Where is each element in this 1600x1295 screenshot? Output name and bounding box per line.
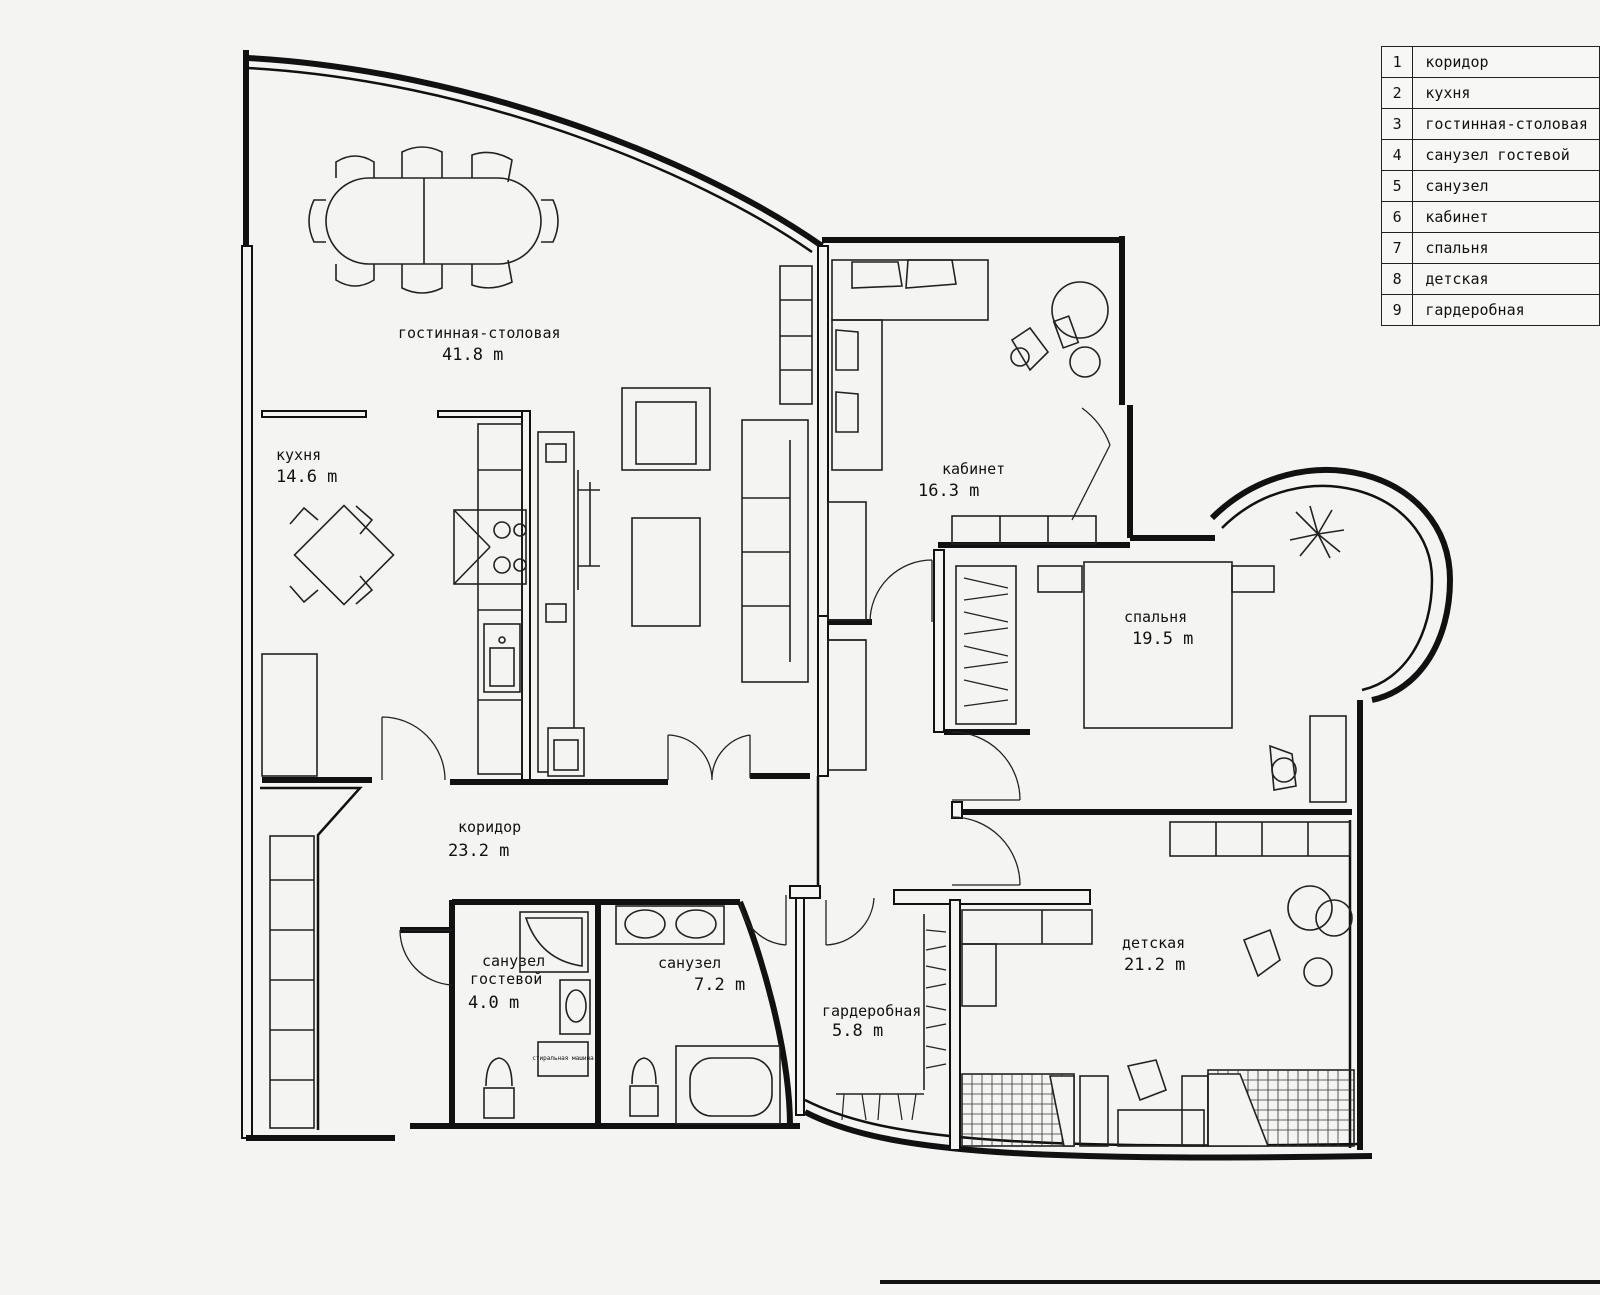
legend-number: 6 [1380, 201, 1414, 233]
legend-room-name: санузел гостевой [1412, 139, 1600, 171]
legend-room-name: гостинная-столовая [1412, 108, 1600, 140]
bath-fixtures: стиральная машина [483, 905, 781, 1125]
wardrobe-name: гардеробная [822, 1002, 921, 1020]
bath-name: санузел [658, 954, 721, 972]
legend-room-name: кабинет [1412, 201, 1600, 233]
bedroom-furniture [955, 505, 1351, 857]
legend-number: 3 [1380, 108, 1414, 140]
bedroom-area: 19.5 m [1132, 629, 1193, 649]
legend-number: 5 [1380, 170, 1414, 202]
bottom-edge-line [880, 1280, 1600, 1284]
doors [381, 407, 1111, 986]
legend-number: 1 [1380, 46, 1414, 78]
washing-machine-label: стиральная машина [532, 1055, 594, 1062]
legend-room-name: спальня [1412, 232, 1600, 264]
corridor-cabinet [269, 835, 315, 1129]
bath-area: 7.2 m [694, 975, 745, 995]
interior-walls [260, 245, 1352, 1151]
legend-number: 2 [1380, 77, 1414, 109]
bedroom-name: спальня [1124, 608, 1187, 626]
corridor-name: коридор [458, 818, 521, 836]
kitchen-area: 14.6 m [276, 467, 337, 487]
kids-bed-grid-left [962, 1074, 1074, 1146]
kids-furniture [961, 885, 1355, 1147]
kitchen-furniture [289, 423, 600, 777]
guest-bath-name-2: гостевой [470, 970, 542, 988]
wardrobe-hatch [836, 914, 947, 1121]
kitchen-name: кухня [276, 446, 321, 464]
study-furniture [827, 259, 1109, 771]
legend-room-name: детская [1412, 263, 1600, 295]
legend-room-name: санузел [1412, 170, 1600, 202]
study-name: кабинет [942, 460, 1005, 478]
legend-number: 7 [1380, 232, 1414, 264]
living-room-name: гостинная-столовая [398, 324, 561, 342]
dining-table [308, 146, 559, 294]
kids-room-area: 21.2 m [1124, 955, 1185, 975]
legend-number: 8 [1380, 263, 1414, 295]
legend-room-name: гардеробная [1412, 294, 1600, 326]
study-area: 16.3 m [918, 481, 979, 501]
kids-room-name: детская [1122, 934, 1185, 952]
guest-bath-area: 4.0 m [468, 993, 519, 1013]
legend-room-name: коридор [1412, 46, 1600, 78]
outer-walls [241, 50, 1454, 1161]
legend-number: 9 [1380, 294, 1414, 326]
living-furniture [621, 265, 813, 683]
plant-icon [1289, 505, 1345, 559]
wardrobe-area: 5.8 m [832, 1021, 883, 1041]
guest-bath-name-1: санузел [482, 952, 545, 970]
legend-room-name: кухня [1412, 77, 1600, 109]
living-room-area: 41.8 m [442, 345, 503, 365]
bedroom-wardrobe-hatch [963, 577, 1009, 707]
room-labels: гостинная-столовая 41.8 m кухня 14.6 m к… [276, 324, 1193, 1041]
corridor-area: 23.2 m [448, 841, 509, 861]
legend-number: 4 [1380, 139, 1414, 171]
